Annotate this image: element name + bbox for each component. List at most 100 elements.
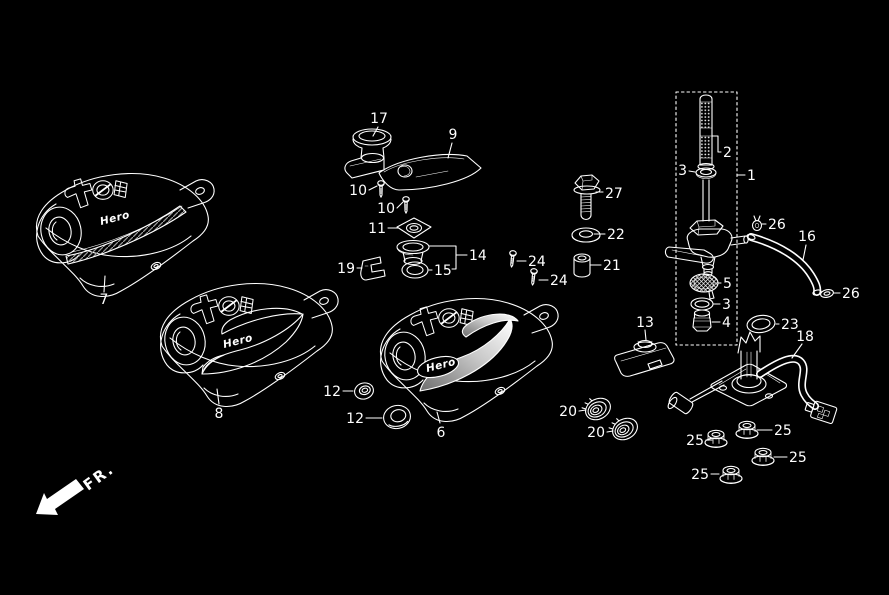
- svg-text:26: 26: [842, 286, 860, 302]
- svg-text:16: 16: [798, 229, 816, 245]
- svg-text:3: 3: [722, 297, 731, 313]
- callout-11: 11: [368, 221, 399, 237]
- oring-23: [746, 314, 776, 334]
- filler-neck-cup-14: [396, 239, 430, 266]
- svg-text:20: 20: [559, 404, 577, 420]
- grommet-20b: [606, 410, 642, 445]
- screw-10b: [402, 196, 410, 214]
- cock-inlet-pipe: [702, 179, 710, 222]
- callout-26a: 26: [761, 217, 786, 233]
- oring-3b: [690, 297, 714, 311]
- callout-3a: 3: [678, 163, 696, 179]
- hero-logo-tank8: Hero: [222, 332, 254, 351]
- fuel-tank-6: Hero: [379, 298, 559, 423]
- hose-clip-26a: [751, 215, 763, 232]
- callout-17: 17: [370, 111, 388, 137]
- front-direction-label: FR.: [80, 460, 118, 494]
- svg-text:12: 12: [346, 411, 364, 427]
- callout-3b: 3: [712, 297, 731, 313]
- callout-26b: 26: [833, 286, 860, 302]
- callout-18: 18: [791, 329, 814, 359]
- svg-text:6: 6: [437, 425, 446, 441]
- callout-21: 21: [589, 258, 621, 274]
- collar-3a: [695, 167, 717, 179]
- flange-nut-25a: [704, 429, 728, 448]
- svg-text:1: 1: [747, 168, 756, 184]
- svg-text:25: 25: [691, 467, 709, 483]
- screw-10a: [377, 180, 385, 198]
- callout-12b: 12: [346, 411, 383, 427]
- svg-text:12: 12: [323, 384, 341, 400]
- callout-24a: 24: [516, 254, 546, 270]
- front-direction-indicator: FR.: [36, 460, 118, 515]
- callout-22: 22: [593, 227, 625, 243]
- svg-text:25: 25: [789, 450, 807, 466]
- svg-text:24: 24: [550, 273, 568, 289]
- svg-text:24: 24: [528, 254, 546, 270]
- filter-screen-5: [689, 273, 719, 300]
- hose-clip-26b: [820, 288, 834, 299]
- flange-nut-25c: [751, 447, 775, 466]
- svg-text:17: 17: [370, 111, 388, 127]
- svg-text:14: 14: [469, 248, 487, 264]
- fuel-level-sender-18: [667, 331, 838, 425]
- callout-14: 14: [428, 245, 487, 270]
- svg-text:8: 8: [215, 406, 224, 422]
- callout-10b: 10: [377, 201, 404, 217]
- svg-text:10: 10: [349, 183, 367, 199]
- svg-text:23: 23: [781, 317, 799, 333]
- flange-nut-25b: [735, 420, 759, 439]
- svg-text:3: 3: [678, 163, 687, 179]
- svg-text:13: 13: [636, 315, 654, 331]
- callout-25a: 25: [686, 433, 713, 449]
- svg-text:15: 15: [434, 263, 452, 279]
- svg-text:11: 11: [368, 221, 386, 237]
- wire-connector: [804, 400, 838, 425]
- flange-bolt-27: [573, 174, 601, 221]
- callout-15: 15: [428, 263, 452, 279]
- fuel-hose-16: [746, 233, 822, 296]
- svg-text:2: 2: [723, 145, 732, 161]
- svg-text:7: 7: [100, 292, 109, 308]
- callout-5: 5: [717, 276, 732, 292]
- callouts: 7 8 6 17 9 10 10 11 14 15 19 24 24 27 22…: [100, 111, 860, 483]
- svg-text:25: 25: [686, 433, 704, 449]
- fuel-cock-assembly-1: [664, 91, 749, 346]
- callout-1: 1: [736, 168, 756, 184]
- svg-text:4: 4: [722, 315, 731, 331]
- fuel-filler-cap-17: [344, 128, 392, 179]
- fuel-tank-7: Hero: [35, 173, 215, 298]
- callout-20a: 20: [559, 404, 587, 420]
- clip-19: [360, 256, 386, 281]
- callout-12a: 12: [323, 384, 354, 400]
- callout-25c: 25: [773, 450, 807, 466]
- callout-13: 13: [636, 315, 654, 341]
- callout-10a: 10: [349, 183, 378, 199]
- drain-fitting-4: [692, 309, 712, 332]
- grommet-20a: [579, 390, 615, 425]
- bracket-13: [614, 339, 675, 377]
- svg-text:20: 20: [587, 425, 605, 441]
- callout-16: 16: [798, 229, 816, 261]
- screw-24a: [507, 249, 517, 269]
- callout-20b: 20: [587, 425, 614, 441]
- callout-24b: 24: [538, 273, 568, 289]
- callout-8: 8: [215, 388, 224, 422]
- fuel-tank-8: Hero: [159, 283, 339, 408]
- callout-27: 27: [595, 186, 623, 202]
- grommet-12a: [352, 380, 376, 402]
- svg-text:19: 19: [337, 261, 355, 277]
- strainer-tube-2: [697, 94, 715, 171]
- svg-text:25: 25: [774, 423, 792, 439]
- svg-text:22: 22: [607, 227, 625, 243]
- callout-7: 7: [100, 275, 109, 308]
- screw-24b: [528, 267, 538, 287]
- grommet-11: [396, 217, 432, 239]
- hero-logo-tank7: Hero: [99, 209, 131, 228]
- flange-nut-25d: [719, 465, 743, 484]
- callout-23: 23: [775, 317, 799, 333]
- assembly-boundary-box: [675, 91, 738, 346]
- collar-21: [573, 253, 591, 278]
